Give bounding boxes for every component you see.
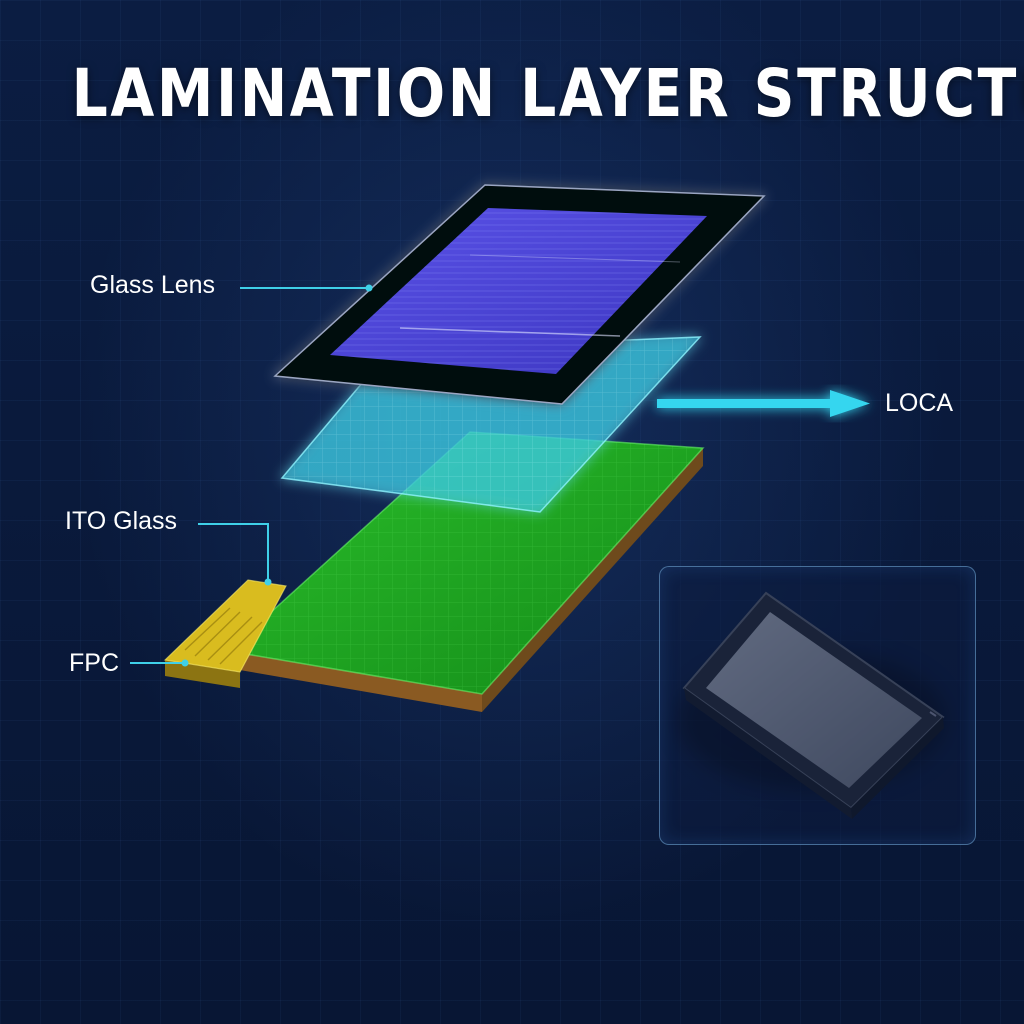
callout-ito-glass xyxy=(198,523,272,586)
label-ito-glass: ITO Glass xyxy=(65,507,178,535)
label-loca: LOCA xyxy=(885,389,954,417)
page-title: LAMINATION LAYER STRUCTURE xyxy=(71,55,1024,132)
ito-glass-layer xyxy=(226,431,705,712)
glass-lens-layer xyxy=(273,184,766,405)
loca-arrow xyxy=(657,390,870,417)
label-glass-lens: Glass Lens xyxy=(90,271,216,299)
callout-fpc xyxy=(130,659,189,667)
callout-glass-lens xyxy=(240,284,373,292)
label-fpc: FPC xyxy=(69,649,119,677)
fpc-layer xyxy=(163,579,287,688)
inset-panel xyxy=(659,566,976,845)
